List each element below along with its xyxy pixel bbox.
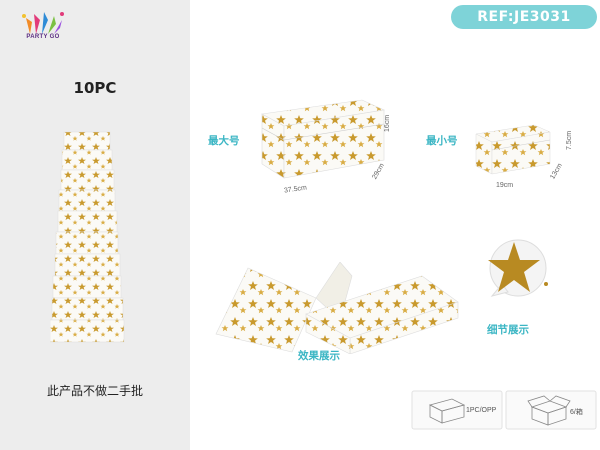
smallest-length-dim: 19cm [496, 182, 514, 189]
piece-count: 10PC [73, 79, 117, 97]
detail-bubble [482, 238, 554, 302]
inner-pack-text: 1PC/OPP [466, 407, 497, 414]
product-note: 此产品不做二手批 [46, 384, 143, 398]
largest-height-dim: 16cm [384, 114, 391, 132]
largest-box-image [258, 96, 388, 188]
detail-label: 细节展示 [487, 324, 529, 336]
outer-pack-text: 6/箱 [570, 409, 583, 416]
ref-badge: REF:JE3031 [451, 5, 597, 29]
smallest-box-image [474, 122, 554, 182]
logo-text: PARTY GO [26, 34, 60, 40]
left-panel: PARTY GO 10PC 此产品不做二手批 [0, 0, 190, 450]
nested-box-stack-image [50, 128, 130, 344]
smallest-label: 最小号 [426, 135, 458, 147]
packaging-info: 1PC/OPP 6/箱 [408, 387, 598, 433]
brand-logo [12, 8, 72, 44]
effect-display-image [212, 262, 464, 354]
smallest-height-dim: 7.5cm [566, 130, 573, 150]
largest-label: 最大号 [208, 135, 240, 147]
effect-label: 效果展示 [298, 350, 340, 362]
